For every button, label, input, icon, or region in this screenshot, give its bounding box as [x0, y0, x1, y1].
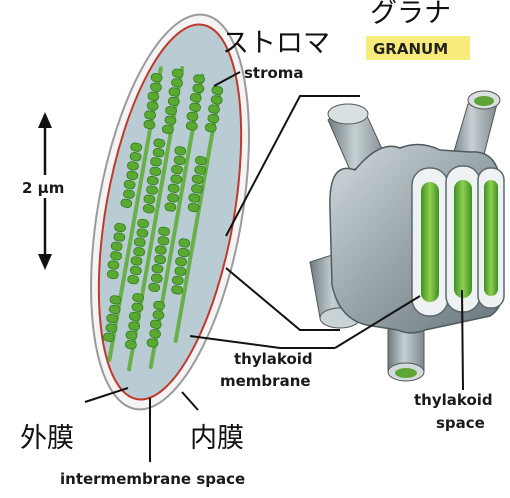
granum-badge: GRANUM: [366, 36, 470, 60]
outer-membrane-jp-label: 外膜: [20, 423, 74, 454]
intermembrane-space-label: intermembrane space: [60, 470, 245, 488]
scale-bar: 2 μm: [22, 112, 64, 270]
inner-membrane-jp-label: 内膜: [190, 423, 244, 454]
scale-label: 2 μm: [22, 179, 64, 197]
inner-membrane-leader: [182, 392, 198, 410]
granum-illustration: [310, 91, 504, 381]
thylakoid-space-label-1: thylakoid: [414, 391, 493, 409]
granum-cut-face-3: [478, 168, 504, 308]
thylakoid-membrane-label-2: membrane: [220, 372, 311, 390]
stroma-label: stroma: [244, 64, 304, 82]
thylakoid-membrane-label-1: thylakoid: [234, 350, 313, 368]
granum-jp-label: グラナ: [370, 0, 451, 29]
granum-label: GRANUM: [373, 40, 448, 58]
thylakoid-membrane-leader: [190, 336, 335, 348]
stroma-jp-label: ストロマ: [222, 28, 330, 59]
granum-cut-face-1: [412, 168, 448, 316]
thylakoid-space-label-2: space: [436, 414, 485, 432]
thylakoid-space-leader: [462, 290, 463, 390]
